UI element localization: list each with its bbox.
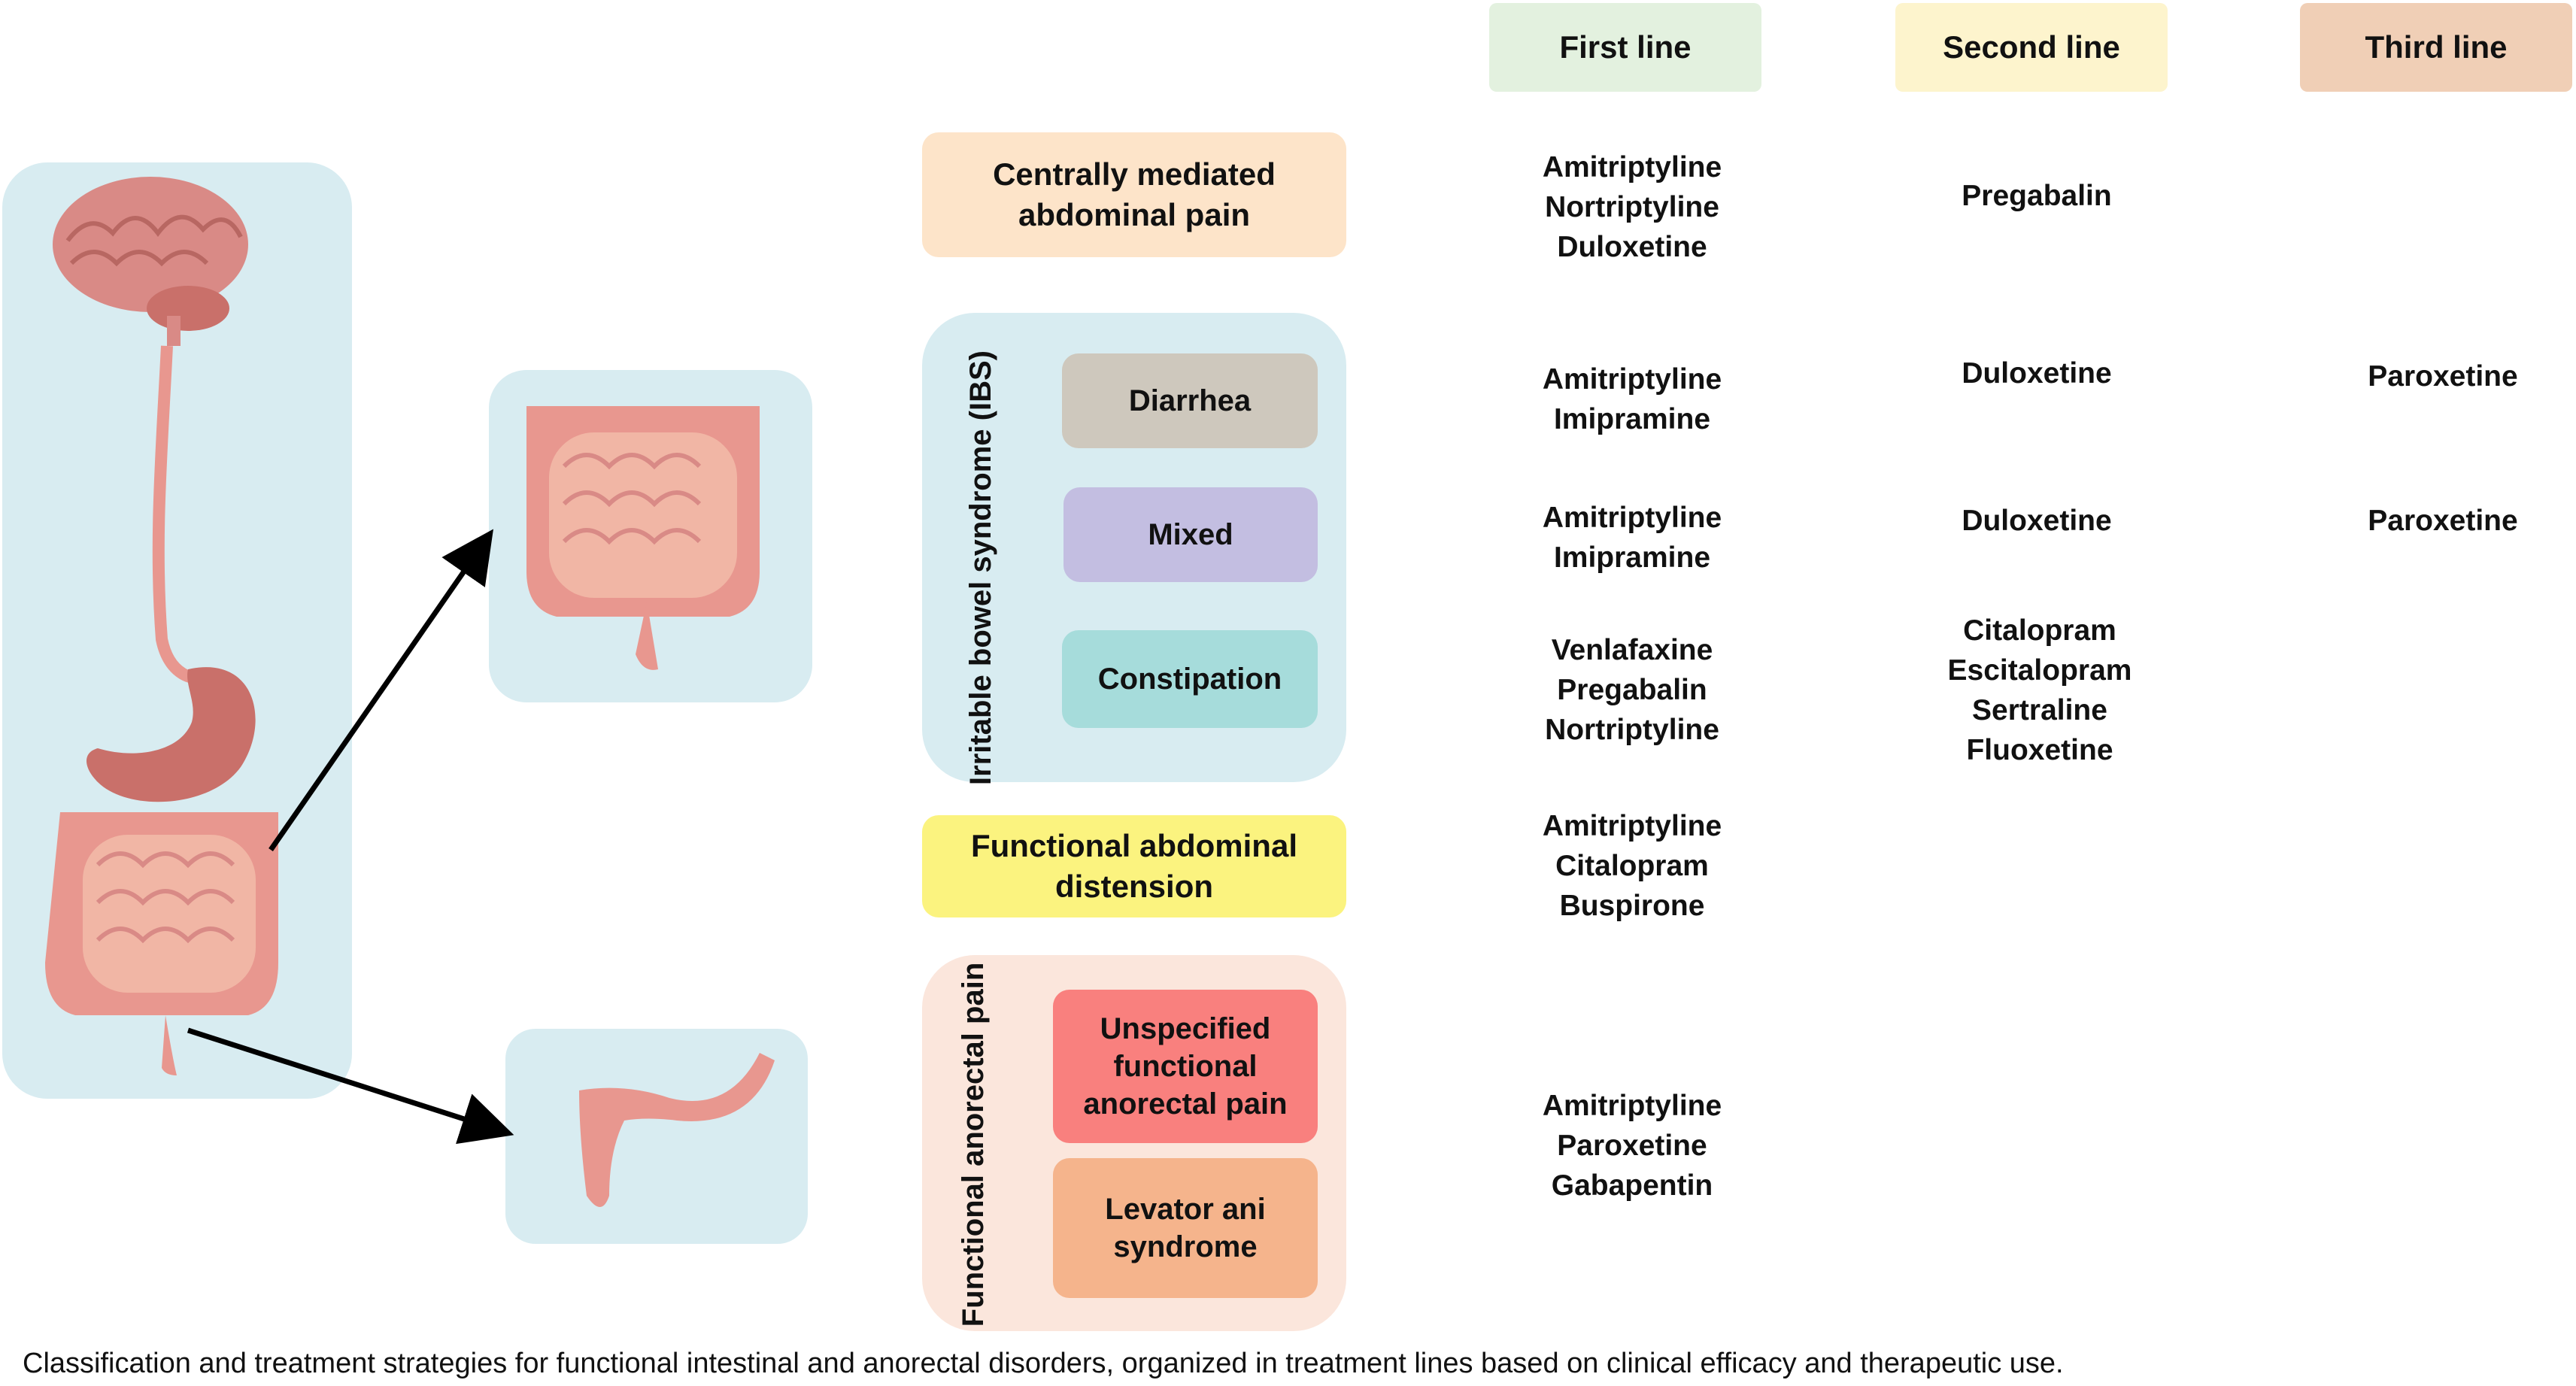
drugs-constipation-first: Venlafaxine Pregabalin Nortriptyline (1482, 630, 1783, 750)
subtype-diarrhea: Diarrhea (1062, 353, 1318, 448)
drug-item: Gabapentin (1551, 1169, 1713, 1202)
subtype-unspecified-anorectal-pain: Unspecified functional anorectal pain (1053, 990, 1318, 1143)
drug-item: Amitriptyline (1542, 151, 1722, 183)
drugs-constipation-second: Citalopram Escitalopram Sertraline Fluox… (1889, 611, 2190, 770)
drug-item: Pregabalin (1962, 180, 2112, 212)
drug-item: Fluoxetine (1966, 734, 2113, 766)
category-abdominal-distension: Functional abdominal distension (922, 815, 1346, 917)
category-central-abdominal-pain: Centrally mediated abdominal pain (922, 132, 1346, 257)
header-second-line: Second line (1895, 3, 2168, 92)
drug-item: Imipramine (1553, 541, 1711, 574)
arrow-to-anorectal (187, 1027, 514, 1145)
drug-item: Duloxetine (1557, 231, 1707, 263)
drug-item: Amitriptyline (1542, 810, 1722, 842)
drug-item: Nortriptyline (1545, 714, 1719, 746)
group-ibs-label: Irritable bowel syndrome (IBS) (964, 350, 997, 785)
brain-icon (53, 177, 248, 346)
intestines-icon (45, 812, 278, 1075)
subtype-mixed: Mixed (1063, 487, 1318, 582)
drugs-anorectal-first: Amitriptyline Paroxetine Gabapentin (1482, 1086, 1783, 1206)
drug-item: Escitalopram (1947, 654, 2132, 687)
drug-item: Buspirone (1559, 890, 1705, 922)
figure-caption: Classification and treatment strategies … (23, 1348, 2064, 1379)
drug-item: Paroxetine (2368, 505, 2518, 537)
drug-item: Paroxetine (2368, 360, 2518, 393)
drugs-central-second: Pregabalin (1886, 176, 2187, 216)
drug-item: Sertraline (1972, 694, 2107, 726)
drugs-distension-first: Amitriptyline Citalopram Buspirone (1482, 806, 1783, 926)
drugs-mixed-second: Duloxetine (1886, 501, 2187, 541)
subtype-levator-ani-syndrome: Levator ani syndrome (1053, 1158, 1318, 1298)
drugs-diarrhea-second: Duloxetine (1886, 353, 2187, 393)
drug-item: Amitriptyline (1542, 1090, 1722, 1122)
drug-item: Amitriptyline (1542, 363, 1722, 396)
rectum-icon (579, 1053, 775, 1207)
drugs-diarrhea-first: Amitriptyline Imipramine (1482, 359, 1783, 439)
stomach-icon (86, 667, 256, 802)
drugs-mixed-third: Paroxetine (2292, 501, 2576, 541)
drug-item: Pregabalin (1557, 674, 1707, 706)
drugs-diarrhea-third: Paroxetine (2292, 356, 2576, 396)
drug-item: Imipramine (1553, 403, 1711, 435)
intestines-detail-icon (526, 406, 760, 670)
header-first-line: First line (1489, 3, 1761, 92)
drug-item: Citalopram (1963, 614, 2116, 647)
drug-item: Citalopram (1555, 850, 1709, 882)
header-third-line: Third line (2300, 3, 2572, 92)
drug-item: Duloxetine (1962, 357, 2112, 390)
drugs-central-first: Amitriptyline Nortriptyline Duloxetine (1482, 147, 1783, 267)
group-anorectal-label: Functional anorectal pain (957, 962, 990, 1327)
drug-item: Duloxetine (1962, 505, 2112, 537)
esophagus-icon (152, 345, 206, 684)
drug-item: Venlafaxine (1551, 634, 1713, 666)
drug-item: Paroxetine (1557, 1130, 1707, 1162)
drugs-mixed-first: Amitriptyline Imipramine (1482, 498, 1783, 578)
arrow-to-intestine (269, 529, 493, 851)
drug-item: Nortriptyline (1545, 191, 1719, 223)
drug-item: Amitriptyline (1542, 502, 1722, 534)
subtype-constipation: Constipation (1062, 630, 1318, 728)
